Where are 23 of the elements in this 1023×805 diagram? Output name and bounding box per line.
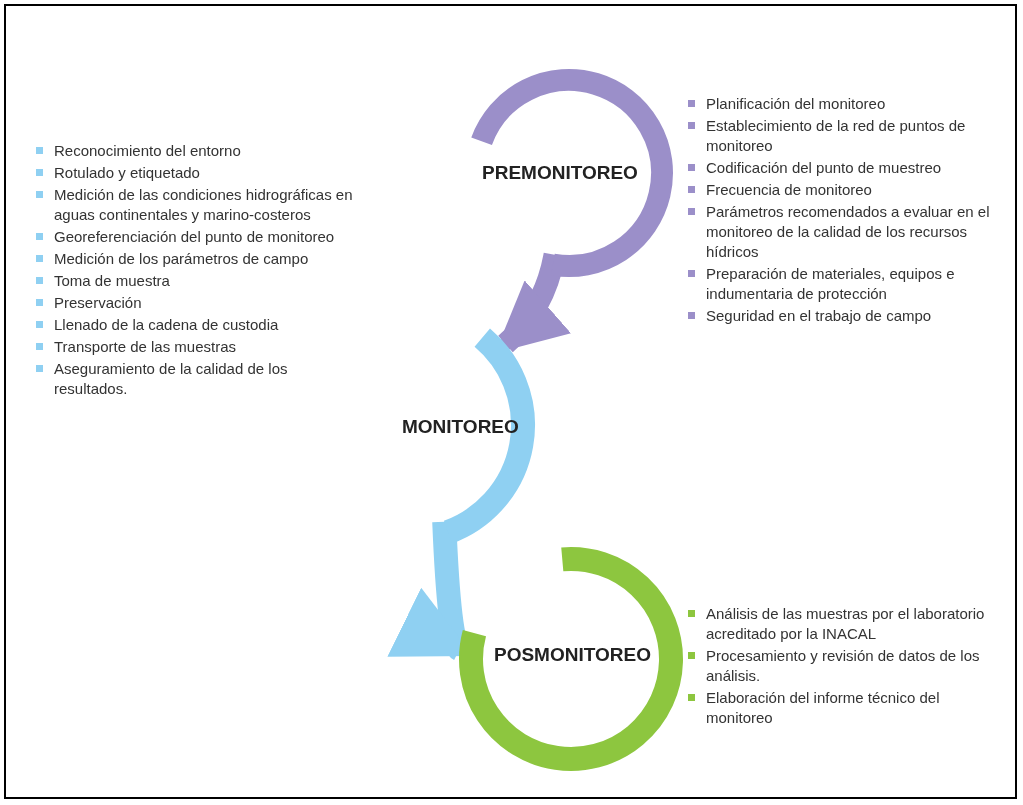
bullet-item: Procesamiento y revisión de datos de los análisis.: [686, 646, 1006, 686]
bullet-item: Reconocimiento del entorno: [34, 141, 354, 161]
bullet-item: Georeferenciación del punto de monitoreo: [34, 227, 354, 247]
bullet-item: Aseguramiento de la calidad de los resultados.: [34, 359, 354, 399]
bullet-item: Medición de las condiciones hidrográficas en aguas continentales y marino-costeros: [34, 185, 354, 225]
stage-label: POSMONITOREO: [494, 644, 651, 666]
bullet-item: Toma de muestra: [34, 271, 354, 291]
bullet-item: Establecimiento de la red de puntos de monitoreo: [686, 116, 1006, 156]
bullet-item: Preparación de materiales, equipos e indumentaria de protección: [686, 264, 1006, 304]
stage-label: PREMONITOREO: [482, 162, 638, 184]
bullet-item: Preservación: [34, 293, 354, 313]
bullet-item: Rotulado y etiquetado: [34, 163, 354, 183]
bullet-item: Planificación del monitoreo: [686, 94, 1006, 114]
bullet-item: Parámetros recomendados a evaluar en el monitoreo de la calidad de los recursos hídricos: [686, 202, 1006, 262]
bullet-item: Seguridad en el trabajo de campo: [686, 306, 1006, 326]
bullet-item: Transporte de las muestras: [34, 337, 354, 357]
bullet-item: Análisis de las muestras por el laboratorio acreditado por la INACAL: [686, 604, 1006, 644]
stage-label: MONITOREO: [402, 416, 519, 438]
bullet-item: Medición de los parámetros de campo: [34, 249, 354, 269]
bullet-item: Frecuencia de monitoreo: [686, 180, 1006, 200]
bullet-item: Llenado de la cadena de custodia: [34, 315, 354, 335]
bullet-item: Codificación del punto de muestreo: [686, 158, 1006, 178]
bullet-item: Elaboración del informe técnico del monitoreo: [686, 688, 1006, 728]
